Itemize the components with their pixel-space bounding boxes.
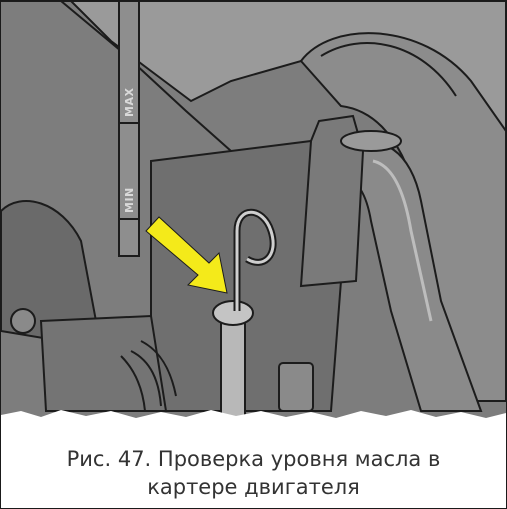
caption-line-1: Рис. 47. Проверка уровня масла в	[66, 447, 441, 471]
torn-edge	[1, 410, 506, 508]
bolt	[10, 308, 36, 334]
connector-wires	[120, 340, 177, 412]
hose-clamp	[340, 130, 402, 152]
cover-edge	[60, 1, 232, 152]
dipstick-tube	[220, 318, 246, 420]
electrical-connector	[39, 314, 168, 412]
arrow-pointer	[145, 216, 228, 294]
dipstick-tube-mouth	[212, 300, 254, 326]
figure-caption: Рис. 47. Проверка уровня масла в картере…	[1, 445, 506, 501]
pipe-fitting	[278, 362, 314, 412]
housing-rib	[320, 42, 457, 97]
right-housing	[299, 32, 506, 402]
hose-bracket	[299, 114, 365, 288]
min-label: MIN	[123, 187, 136, 213]
dipstick-scale	[118, 1, 140, 257]
hose-highlight	[372, 159, 433, 322]
dipstick-handle-inner	[235, 210, 275, 311]
max-label: MAX	[123, 88, 136, 117]
caption-line-2: картере двигателя	[147, 475, 360, 499]
